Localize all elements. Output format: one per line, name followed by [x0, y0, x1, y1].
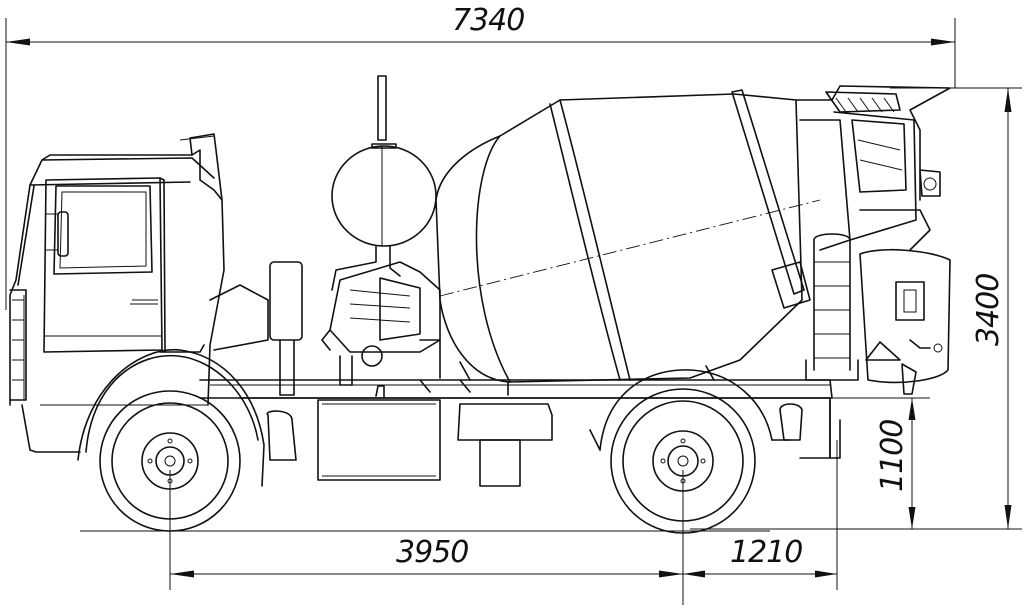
chassis-frame [199, 379, 841, 459]
rear-overhang-label: 1210 [730, 535, 802, 570]
cab [9, 133, 265, 487]
water-tank [331, 75, 437, 291]
rear-hopper [795, 85, 951, 251]
rear-ladder [805, 233, 859, 381]
wheelbase-label: 3950 [396, 535, 468, 570]
exhaust-pipe [209, 284, 269, 351]
dimension-frame-height [830, 397, 930, 529]
overall-length-label: 7340 [452, 3, 524, 38]
dimension-wheelbase [169, 470, 684, 605]
dimension-overall-length [5, 18, 956, 310]
rear-wheel [589, 369, 791, 534]
discharge-chute [859, 248, 951, 395]
mixer-drum [419, 89, 821, 396]
mixer-drive-unit [321, 261, 441, 386]
side-mirror-icon [57, 211, 69, 257]
air-tank [457, 403, 553, 487]
mudflap-rear [266, 403, 803, 461]
overall-height-label: 3400 [971, 274, 1006, 346]
frame-height-label: 1100 [875, 420, 910, 492]
cab-window [53, 185, 153, 275]
dimension-rear-overhang [683, 440, 838, 590]
fuel-tank [317, 385, 441, 481]
air-filter [269, 261, 303, 396]
